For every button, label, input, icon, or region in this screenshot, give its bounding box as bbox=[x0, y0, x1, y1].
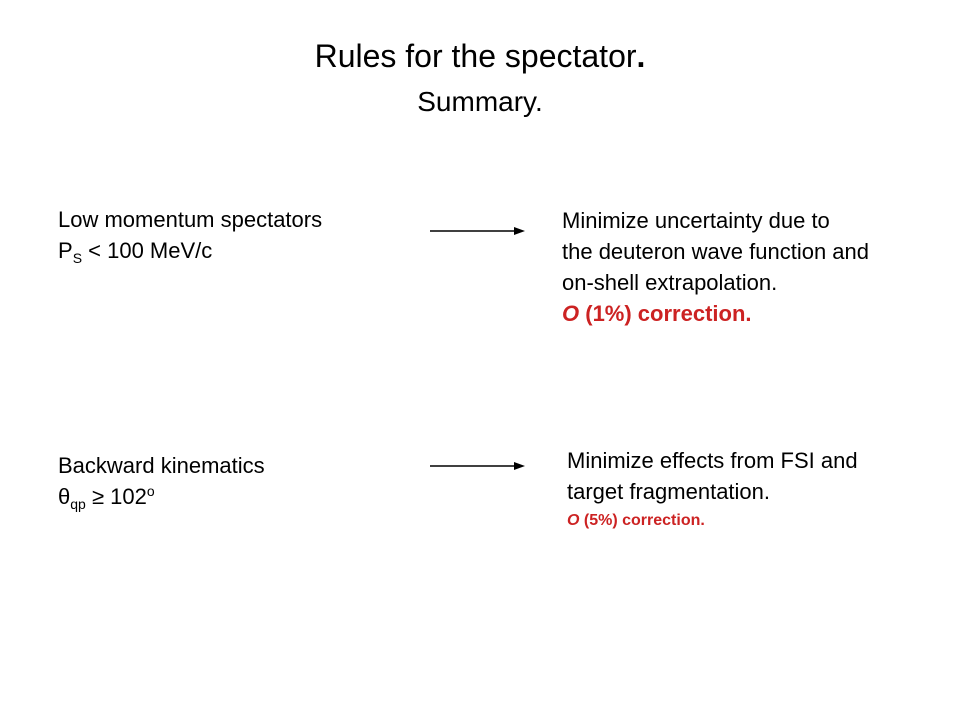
slide-title-period: . bbox=[636, 38, 646, 74]
rule1-condition: Low momentum spectators PS < 100 MeV/c bbox=[58, 204, 322, 266]
rule1-result-line2: the deuteron wave function and bbox=[562, 239, 870, 264]
rule2-result-line1: Minimize effects from FSI and bbox=[567, 448, 858, 473]
rule2-angle-condition: θqp ≥ 102o bbox=[58, 481, 265, 512]
right-arrow-icon bbox=[430, 227, 525, 235]
rule1-result-line1: Minimize uncertainty due to bbox=[562, 208, 830, 233]
slide-title: Rules for the spectator. bbox=[0, 36, 960, 76]
rule1-condition-line1: Low momentum spectators bbox=[58, 207, 323, 232]
momentum-condition-text: < 100 MeV/c bbox=[82, 238, 213, 263]
rule2-correction-order: O bbox=[567, 512, 580, 529]
rule1-correction-order: O bbox=[562, 301, 580, 326]
rule2-condition: Backward kinematics θqp ≥ 102o bbox=[58, 450, 265, 512]
rule2-condition-line1: Backward kinematics bbox=[58, 453, 265, 478]
slide-title-text: Rules for the spectator bbox=[314, 38, 637, 74]
rule1-result: Minimize uncertainty due to the deuteron… bbox=[562, 205, 869, 329]
rule2-result-line2: target fragmentation. bbox=[567, 479, 771, 504]
momentum-symbol: P bbox=[58, 238, 73, 263]
angle-symbol: θ bbox=[58, 484, 71, 509]
rule2-correction-text: (5%) correction. bbox=[579, 512, 705, 529]
angle-superscript: o bbox=[146, 483, 155, 499]
right-arrow-icon bbox=[430, 462, 525, 470]
rule1-correction: O (1%) correction. bbox=[562, 298, 869, 329]
angle-subscript: qp bbox=[70, 496, 86, 512]
rule2-result: Minimize effects from FSI and target fra… bbox=[567, 445, 858, 535]
rule2-correction: O (5%) correction. bbox=[567, 507, 858, 535]
angle-condition-text: ≥ 102 bbox=[85, 484, 147, 509]
rule1-momentum-condition: PS < 100 MeV/c bbox=[58, 235, 322, 266]
momentum-subscript: S bbox=[72, 250, 83, 266]
rule1-correction-text: (1%) correction. bbox=[579, 301, 752, 326]
rule1-result-line3: on-shell extrapolation. bbox=[562, 270, 778, 295]
slide-subtitle: Summary. bbox=[417, 86, 543, 117]
